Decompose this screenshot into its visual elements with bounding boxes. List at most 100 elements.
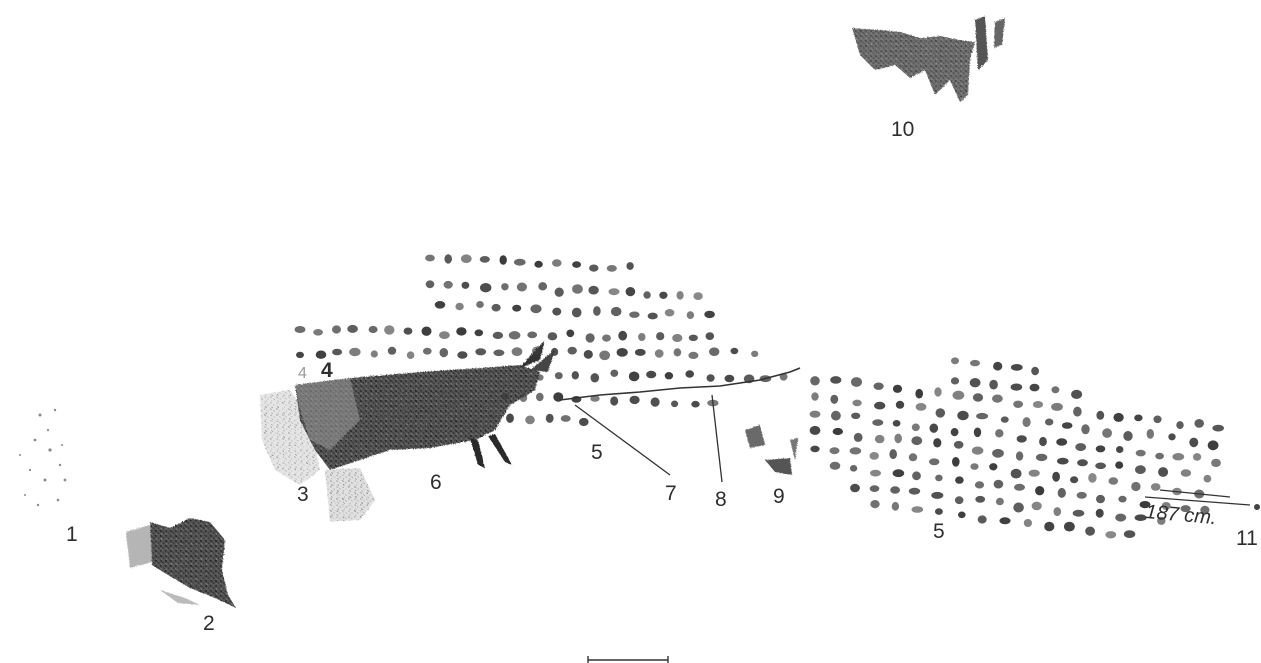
- grid-dot: [313, 329, 323, 336]
- grid-dot: [1029, 470, 1040, 477]
- grid-dot: [1044, 522, 1054, 532]
- grid-dot: [833, 428, 843, 435]
- grid-dot: [618, 331, 627, 341]
- figure-10-fragment: [852, 16, 1005, 102]
- grid-dot: [599, 351, 610, 361]
- grid-dot: [725, 375, 735, 382]
- grid-dot: [1031, 367, 1039, 376]
- grid-dot: [1030, 384, 1040, 392]
- grid-dot: [1036, 454, 1047, 461]
- grid-dot: [850, 484, 860, 493]
- figure-11-mark: [1254, 504, 1260, 510]
- grid-dot: [444, 281, 453, 289]
- grid-dot: [332, 325, 341, 333]
- grid-dot: [893, 385, 902, 393]
- grid-dot: [512, 305, 521, 312]
- grid-dot: [955, 496, 964, 504]
- figure-6-animal-body: [295, 340, 555, 470]
- label-7: 7: [665, 482, 677, 505]
- grid-dot: [1172, 453, 1184, 460]
- grid-dot: [456, 327, 466, 335]
- grid-dot: [1014, 484, 1025, 491]
- grid-dot: [407, 351, 415, 359]
- grid-dot: [572, 284, 583, 294]
- grid-dot: [953, 391, 965, 400]
- grid-dot: [384, 325, 394, 334]
- grid-dot: [976, 413, 988, 419]
- grid-dot: [672, 334, 682, 342]
- grid-dot: [493, 350, 504, 357]
- grid-dot: [909, 488, 920, 495]
- grid-dot: [1211, 459, 1221, 467]
- grid-dot: [811, 392, 818, 401]
- grid-dot: [955, 476, 964, 483]
- grid-dot: [1011, 469, 1022, 479]
- grid-dot: [916, 403, 927, 411]
- grid-dot: [1088, 473, 1096, 483]
- grid-dot: [992, 449, 1004, 458]
- grid-dot: [586, 333, 595, 342]
- grid-dot: [512, 347, 523, 356]
- grid-dot: [626, 262, 633, 270]
- grid-dot: [461, 254, 472, 263]
- label-3: 3: [297, 483, 309, 506]
- grid-dot: [1054, 507, 1062, 516]
- grid-dot: [520, 393, 528, 402]
- grid-dot: [475, 348, 486, 355]
- grid-dot: [810, 446, 819, 453]
- grid-dot: [517, 283, 527, 292]
- grid-dot: [476, 301, 484, 308]
- grid-dot: [1096, 509, 1104, 518]
- grid-dot: [316, 351, 327, 359]
- grid-dot: [929, 458, 939, 465]
- grid-dot: [1096, 411, 1104, 420]
- grid-dot: [1105, 531, 1116, 538]
- grid-dot: [875, 435, 885, 443]
- grid-dot: [1131, 482, 1140, 491]
- grid-dot: [1096, 445, 1106, 452]
- grid-dot: [1134, 415, 1142, 422]
- grid-dot: [462, 282, 470, 289]
- grid-dot: [870, 485, 880, 492]
- scale-bar: [588, 656, 668, 663]
- grid-dot: [1064, 522, 1075, 532]
- grid-dot: [501, 393, 509, 400]
- grid-dot: [626, 287, 636, 296]
- grid-dot: [525, 416, 535, 425]
- grid-dot: [674, 348, 682, 356]
- grid-dot: [566, 330, 574, 338]
- grid-dot: [475, 329, 484, 336]
- grid-dot: [455, 303, 463, 311]
- grid-dot: [1045, 419, 1053, 426]
- grid-dot: [457, 351, 467, 359]
- grid-dot: [1071, 390, 1082, 399]
- grid-dot: [655, 349, 664, 358]
- grid-dot: [296, 352, 304, 358]
- grid-dot: [994, 480, 1004, 489]
- grid-dot: [593, 306, 601, 316]
- grid-dot: [874, 402, 885, 410]
- grid-dot: [588, 286, 598, 295]
- grid-dot: [1102, 428, 1112, 438]
- grid-dot: [935, 475, 943, 482]
- grid-dot: [704, 311, 715, 318]
- grid-dot: [444, 254, 452, 263]
- grid-dot: [1096, 495, 1105, 503]
- grid-dot: [1204, 475, 1212, 483]
- grid-dot: [514, 259, 526, 266]
- grid-dot: [1033, 401, 1043, 408]
- grid-dot: [831, 411, 841, 421]
- figure-2-dark-fragment: [126, 518, 236, 608]
- grid-dot: [870, 500, 879, 508]
- grid-dot: [1052, 472, 1060, 482]
- grid-dot: [874, 383, 884, 390]
- grid-dot: [638, 333, 645, 341]
- grid-dot: [1039, 437, 1047, 446]
- grid-dot: [854, 433, 863, 442]
- grid-dot: [1116, 446, 1123, 453]
- grid-dot: [685, 370, 694, 377]
- grid-dot: [1124, 530, 1135, 538]
- grid-dot: [893, 469, 905, 477]
- grid-dot: [493, 332, 503, 339]
- grid-dot: [1147, 429, 1154, 439]
